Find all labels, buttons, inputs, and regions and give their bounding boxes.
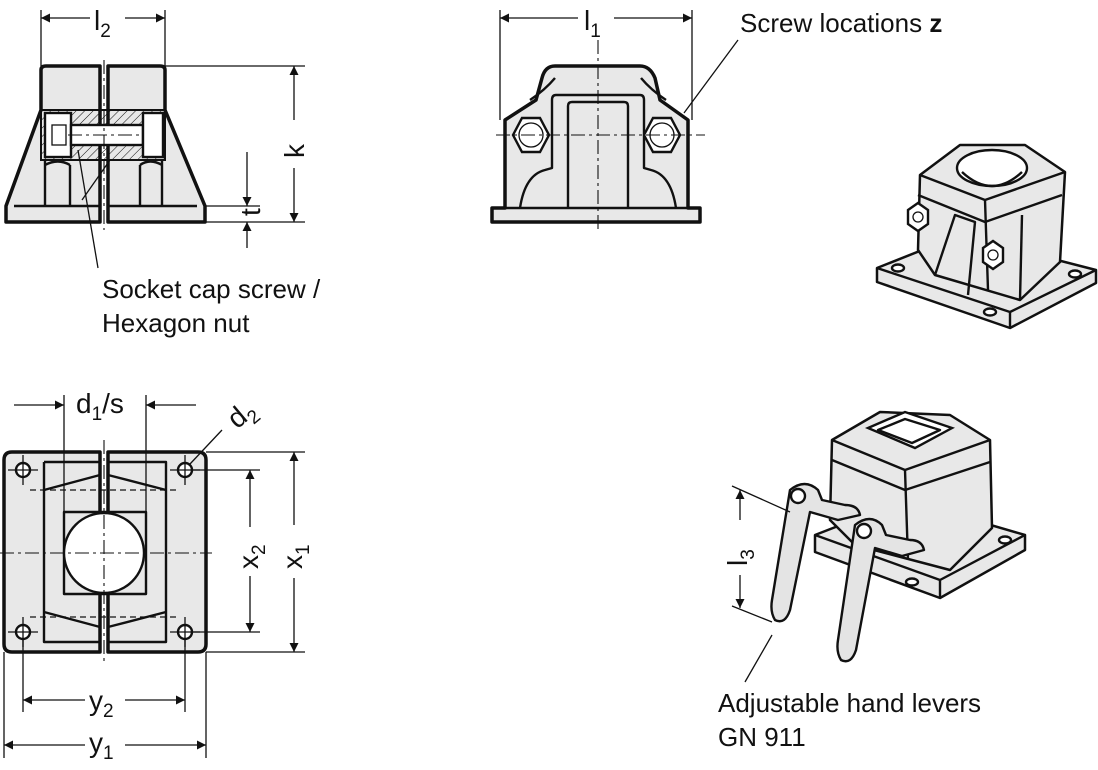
isometric-clamp-square-levers bbox=[744, 410, 1027, 683]
dim-x1: x1 bbox=[206, 451, 314, 653]
dim-d1s-label: d1/s bbox=[76, 388, 124, 425]
dim-x1-label: x1 bbox=[277, 544, 314, 569]
dim-x2-label: x2 bbox=[233, 544, 270, 569]
socket-cap-screw-label: Socket cap screw / bbox=[102, 274, 321, 304]
dim-l3: l3 bbox=[722, 485, 791, 623]
dim-l1: l1 bbox=[499, 5, 693, 120]
dim-t-label: t bbox=[235, 208, 266, 216]
dim-k: k bbox=[165, 65, 310, 223]
hexagon-nut-label-text: Hexagon nut bbox=[102, 308, 250, 338]
dim-y1: y1 bbox=[3, 652, 207, 764]
dim-l2-label: l2 bbox=[94, 5, 111, 42]
dim-x2: x2 bbox=[190, 469, 270, 633]
isometric-clamp-round bbox=[875, 143, 1098, 330]
dim-k-label: k bbox=[279, 143, 310, 158]
dim-l2: l2 bbox=[40, 5, 166, 66]
dim-l1-label: l1 bbox=[584, 5, 601, 42]
dim-l3-label: l3 bbox=[722, 549, 759, 566]
top-view-left-half bbox=[2, 450, 102, 654]
hand-lever-left bbox=[770, 482, 862, 623]
dim-d2-label: d2 bbox=[221, 394, 265, 439]
dim-y2-label: y2 bbox=[89, 685, 114, 722]
dim-d1s: d1/s bbox=[14, 388, 196, 512]
dim-y1-label: y1 bbox=[89, 727, 114, 764]
hand-levers-label: Adjustable hand levers bbox=[718, 688, 981, 718]
iso2-square-bore bbox=[864, 410, 955, 450]
hand-lever-right bbox=[836, 517, 926, 663]
screw-locations-label: Screw locations z bbox=[740, 8, 942, 38]
front-view bbox=[490, 39, 739, 230]
dim-y2: y2 bbox=[22, 640, 186, 722]
socket-cap-head bbox=[43, 111, 73, 159]
gn911-label: GN 911 bbox=[718, 722, 806, 752]
hex-nut bbox=[141, 111, 165, 159]
front-view-body bbox=[490, 64, 702, 224]
iso1-bore bbox=[955, 148, 1029, 188]
top-view bbox=[0, 440, 212, 665]
side-view bbox=[4, 60, 207, 269]
dim-t: t bbox=[205, 152, 266, 248]
